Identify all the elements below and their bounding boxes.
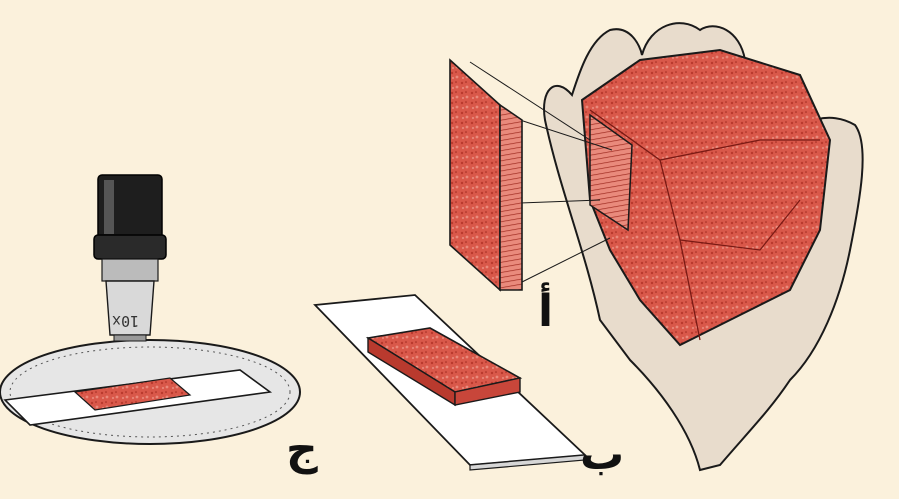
- rock-slab-a: [450, 60, 522, 290]
- label-stage-b: ب: [580, 433, 624, 477]
- label-stage-c: ج: [286, 428, 318, 472]
- objective-magnification-label: 10x: [112, 312, 139, 330]
- microscope-stage-c: [0, 340, 300, 444]
- label-stage-a: أ: [538, 290, 553, 334]
